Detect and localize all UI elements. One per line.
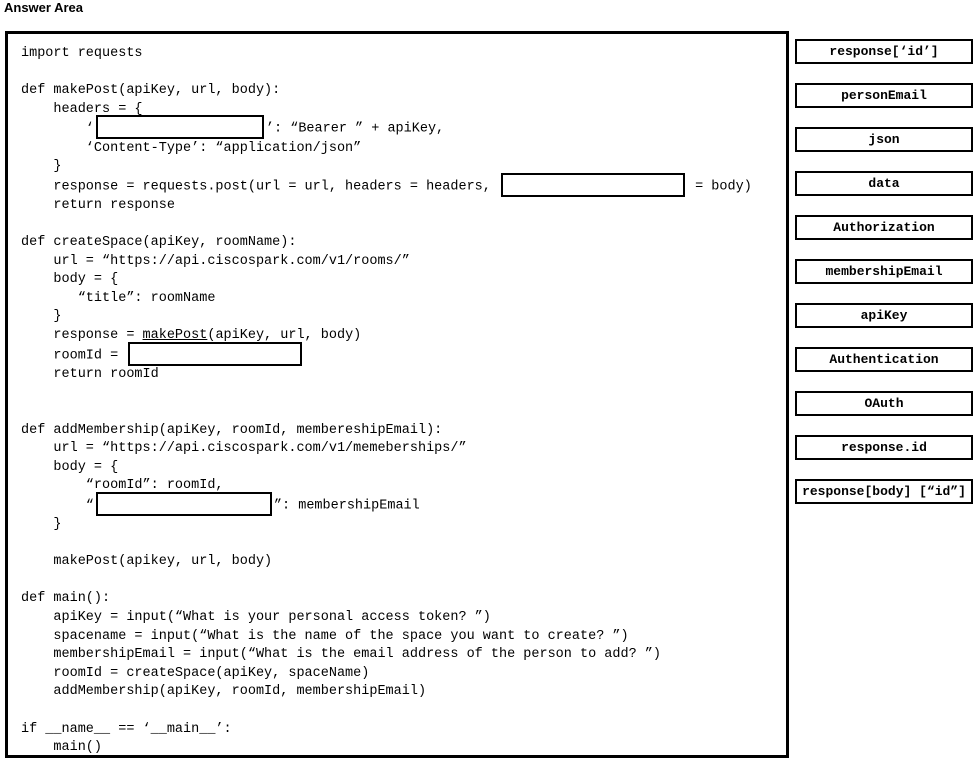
code-text: def addMembership(apiKey, roomId, member… <box>21 422 443 438</box>
code-text: body = { <box>21 272 119 288</box>
code-line: main() <box>21 739 782 756</box>
code-text: membershipEmail = input(“What is the ema… <box>21 647 662 663</box>
code-blank-post-kwarg[interactable] <box>500 172 685 197</box>
code-line <box>21 702 782 721</box>
code-line: return roomId <box>21 366 782 385</box>
code-line: } <box>21 516 782 535</box>
code-line: roomId = createSpace(apiKey, spaceName) <box>21 665 782 684</box>
code-text: apiKey = input(“What is your personal ac… <box>21 610 491 626</box>
code-line: “roomId”: roomId, <box>21 477 782 496</box>
code-line: “title”: roomName <box>21 290 782 309</box>
code-text: return roomId <box>21 366 159 382</box>
code-line: url = “https://api.ciscospark.com/v1/roo… <box>21 253 782 272</box>
option-apikey[interactable]: apiKey <box>795 303 973 328</box>
option-authorization[interactable]: Authorization <box>795 215 973 240</box>
code-line: ‘Content-Type’: “application/json” <box>21 140 782 159</box>
option-personemail[interactable]: personEmail <box>795 83 973 108</box>
code-text: “ <box>21 498 94 514</box>
code-line: } <box>21 308 782 327</box>
code-line: def main(): <box>21 590 782 609</box>
code-blank-membership-key[interactable] <box>95 491 272 516</box>
code-text: import requests <box>21 46 143 61</box>
code-line <box>21 572 782 591</box>
code-text: “roomId”: roomId, <box>21 478 224 494</box>
code-line: def makePost(apiKey, url, body): <box>21 82 782 101</box>
code-text: if __name__ == ‘__main__’: <box>21 721 232 737</box>
code-text: spacename = input(“What is the name of t… <box>21 628 629 644</box>
answer-area-title: Answer Area <box>4 0 83 15</box>
code-text: } <box>21 309 62 325</box>
code-text: def main(): <box>21 591 111 607</box>
code-line: response = makePost(apiKey, url, body) <box>21 327 782 346</box>
code-blank-roomid-value[interactable] <box>128 341 303 366</box>
code-text: makePost <box>142 328 208 344</box>
code-line <box>21 403 782 422</box>
code-text: main() <box>21 740 103 756</box>
code-line: def addMembership(apiKey, roomId, member… <box>21 422 782 441</box>
code-line: def createSpace(apiKey, roomName): <box>21 234 782 253</box>
code-line: ‘ ’: “Bearer ” + apiKey, <box>21 115 782 140</box>
code-line: body = { <box>21 459 782 478</box>
option-json[interactable]: json <box>795 127 973 152</box>
code-line: makePost(apikey, url, body) <box>21 553 782 572</box>
code-line <box>21 535 782 554</box>
code-text: body = { <box>21 459 119 475</box>
code-line: addMembership(apiKey, roomId, membership… <box>21 683 782 702</box>
option-response-body-id[interactable]: response[body] [“id”] <box>795 479 973 504</box>
code-text: url = “https://api.ciscospark.com/v1/roo… <box>21 253 410 269</box>
code-line: url = “https://api.ciscospark.com/v1/mem… <box>21 440 782 459</box>
code-line: } <box>21 158 782 177</box>
code-text: } <box>21 517 62 533</box>
option-membershipemail[interactable]: membershipEmail <box>795 259 973 284</box>
code-text: roomId = createSpace(apiKey, spaceName) <box>21 665 370 681</box>
option-response-id[interactable]: response[‘id’] <box>795 39 973 64</box>
code-text: def createSpace(apiKey, roomName): <box>21 235 297 251</box>
code-text: = body) <box>686 179 752 195</box>
code-text: “title”: roomName <box>21 290 216 306</box>
code-text: roomId = <box>21 348 127 364</box>
code-line: membershipEmail = input(“What is the ema… <box>21 646 782 665</box>
code-line: response = requests.post(url = url, head… <box>21 172 782 197</box>
option-data[interactable]: data <box>795 171 973 196</box>
code-line: import requests <box>21 45 782 64</box>
code-line: roomId = <box>21 341 782 366</box>
code-line: body = { <box>21 271 782 290</box>
code-text: response = requests.post(url = url, head… <box>21 179 499 195</box>
code-line: “ ”: membershipEmail <box>21 491 782 516</box>
code-line: headers = { <box>21 101 782 120</box>
code-line: if __name__ == ‘__main__’: <box>21 721 782 740</box>
code-block: import requests def makePost(apiKey, url… <box>21 45 782 756</box>
code-line <box>21 64 782 83</box>
code-line: return response <box>21 197 782 216</box>
code-line <box>21 215 782 234</box>
code-line <box>21 384 782 403</box>
code-text: ‘Content-Type’: “application/json” <box>21 140 362 156</box>
code-line: apiKey = input(“What is your personal ac… <box>21 609 782 628</box>
code-text: ’: “Bearer ” + apiKey, <box>265 121 445 137</box>
code-blank-header-key[interactable] <box>95 115 264 140</box>
code-text: } <box>21 159 62 175</box>
code-text: makePost(apikey, url, body) <box>21 554 273 570</box>
option-response-id[interactable]: response.id <box>795 435 973 460</box>
code-text: ‘ <box>21 121 94 137</box>
code-text: ”: membershipEmail <box>273 498 420 514</box>
code-text: def makePost(apiKey, url, body): <box>21 83 281 99</box>
code-text: addMembership(apiKey, roomId, membership… <box>21 684 427 700</box>
code-text: (apiKey, url, body) <box>207 328 362 344</box>
code-text: return response <box>21 197 175 213</box>
option-authentication[interactable]: Authentication <box>795 347 973 372</box>
code-panel: import requests def makePost(apiKey, url… <box>5 31 789 758</box>
code-line: spacename = input(“What is the name of t… <box>21 628 782 647</box>
code-text: url = “https://api.ciscospark.com/v1/mem… <box>21 441 467 457</box>
option-oauth[interactable]: OAuth <box>795 391 973 416</box>
code-text: headers = { <box>21 101 143 117</box>
code-text: response = <box>21 328 143 344</box>
